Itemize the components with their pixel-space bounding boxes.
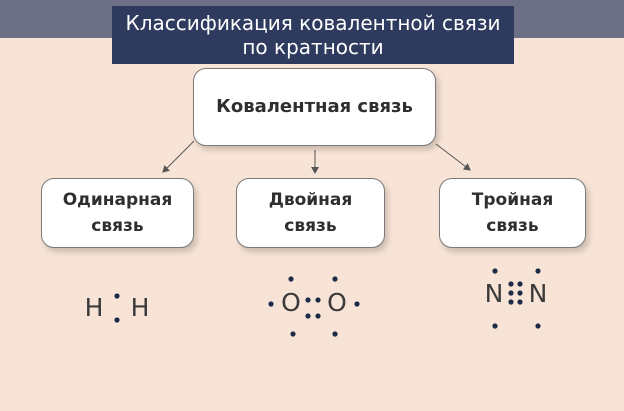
electron-dot bbox=[290, 331, 296, 337]
electron-dot bbox=[114, 317, 120, 323]
electron-dot bbox=[517, 299, 523, 305]
node-triple-label-line1: Тройная bbox=[471, 190, 554, 210]
electron-dot bbox=[508, 299, 514, 305]
electron-dot bbox=[492, 268, 498, 274]
lewis-formula-n2: N N bbox=[485, 268, 548, 329]
node-single-label-line1: Одинарная bbox=[62, 190, 173, 210]
node-triple-bond: Тройная связь bbox=[439, 178, 586, 248]
electron-dot bbox=[508, 290, 514, 296]
root-node-covalent-bond: Ковалентная связь bbox=[193, 68, 436, 146]
root-node-label: Ковалентная связь bbox=[216, 96, 413, 117]
node-double-label-line1: Двойная bbox=[268, 190, 353, 210]
atom-o-right: O bbox=[327, 288, 347, 317]
node-double-label-line2: связь bbox=[284, 216, 337, 236]
electron-dot bbox=[305, 313, 311, 319]
lewis-formula-h2: H H bbox=[85, 293, 150, 323]
electron-dot bbox=[535, 268, 541, 274]
node-single-bond: Одинарная связь bbox=[41, 178, 194, 248]
electron-dot bbox=[332, 331, 338, 337]
electron-dot bbox=[517, 281, 523, 287]
lewis-formula-o2: O O bbox=[268, 276, 360, 337]
title-line-2: по кратности bbox=[242, 35, 384, 59]
title-line-1: Классификация ковалентной связи bbox=[125, 11, 501, 35]
electron-dot bbox=[315, 313, 321, 319]
atom-n-left: N bbox=[485, 279, 504, 308]
electron-dot bbox=[114, 293, 120, 299]
electron-dot bbox=[517, 290, 523, 296]
atom-o-left: O bbox=[281, 288, 301, 317]
electron-dot bbox=[315, 297, 321, 303]
electron-dot bbox=[305, 297, 311, 303]
node-double-bond: Двойная связь bbox=[236, 178, 385, 248]
arrow-to-triple bbox=[435, 143, 471, 171]
atom-n-right: N bbox=[529, 279, 548, 308]
arrow-to-single bbox=[162, 140, 195, 173]
node-single-label-line2: связь bbox=[91, 216, 144, 236]
electron-dot bbox=[535, 323, 541, 329]
electron-dot bbox=[508, 281, 514, 287]
atom-h-right: H bbox=[131, 293, 150, 322]
atom-h-left: H bbox=[85, 293, 104, 322]
electron-dot bbox=[332, 276, 338, 282]
electron-dot bbox=[492, 323, 498, 329]
electron-dot bbox=[288, 276, 294, 282]
slide-title: Классификация ковалентной связи по кратн… bbox=[112, 6, 514, 64]
electron-dot bbox=[268, 301, 274, 307]
node-triple-label-line2: связь bbox=[486, 216, 539, 236]
electron-dot bbox=[354, 301, 360, 307]
